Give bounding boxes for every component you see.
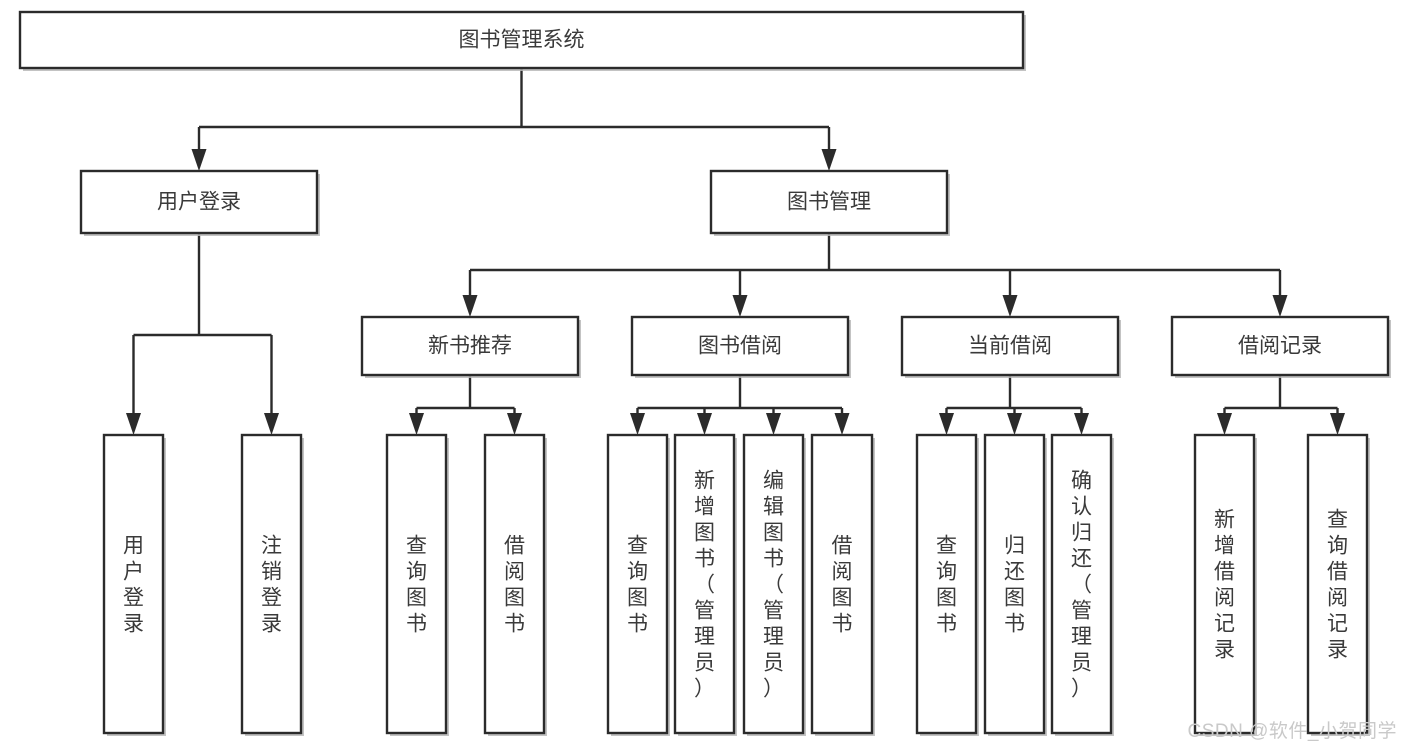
arrow-head-icon — [462, 295, 478, 317]
node-rect[interactable] — [1306, 433, 1369, 735]
node-rect[interactable] — [483, 433, 546, 735]
node-label: 借阅图书 — [832, 534, 853, 635]
node-label: 编辑图书（管理员） — [763, 469, 784, 700]
node-leaf-edit-book-admin[interactable]: 编辑图书（管理员） — [742, 433, 806, 736]
node-leaf-user-logout[interactable]: 注销登录 — [240, 433, 304, 736]
connector-group — [191, 68, 837, 171]
node-rect[interactable] — [79, 169, 319, 235]
node-rect[interactable] — [360, 315, 580, 377]
node-leaf-confirm-return-admin[interactable]: 确认归还（管理员） — [1050, 433, 1114, 736]
node-label: 查询图书 — [627, 534, 648, 635]
node-rect[interactable] — [915, 433, 978, 735]
arrow-head-icon — [1272, 295, 1288, 317]
node-layer: 图书管理系统用户登录图书管理新书推荐图书借阅当前借阅借阅记录用户登录注销登录查询… — [18, 10, 1391, 736]
arrow-head-icon — [1007, 413, 1022, 435]
arrow-head-icon — [1217, 413, 1232, 435]
connector-group — [409, 375, 522, 435]
node-label: 图书借阅 — [698, 335, 782, 358]
node-label: 归还图书 — [1004, 534, 1025, 635]
arrow-head-icon — [630, 413, 645, 435]
node-label: 新书推荐 — [428, 335, 512, 358]
arrow-head-icon — [732, 295, 748, 317]
node-label: 图书管理 — [787, 191, 871, 214]
connector-group — [1217, 375, 1345, 435]
arrow-head-icon — [409, 413, 424, 435]
node-book-borrow[interactable]: 图书借阅 — [630, 315, 851, 378]
arrow-head-icon — [1002, 295, 1018, 317]
node-rect[interactable] — [983, 433, 1046, 735]
node-leaf-query-book-recommend[interactable]: 查询图书 — [385, 433, 449, 736]
node-leaf-return-book[interactable]: 归还图书 — [983, 433, 1047, 736]
node-rect[interactable] — [385, 433, 448, 735]
watermark-label: CSDN @软件_小贺同学 — [1187, 721, 1397, 742]
node-leaf-add-book-admin[interactable]: 新增图书（管理员） — [673, 433, 737, 736]
node-rect[interactable] — [673, 433, 736, 735]
node-label: 当前借阅 — [968, 335, 1052, 358]
arrow-head-icon — [1074, 413, 1089, 435]
arrow-head-icon — [191, 149, 207, 171]
node-rect[interactable] — [102, 433, 165, 735]
connector-group — [630, 375, 850, 435]
connector-group — [462, 233, 1288, 317]
node-leaf-query-book-current[interactable]: 查询图书 — [915, 433, 979, 736]
arrow-head-icon — [507, 413, 522, 435]
node-rect[interactable] — [630, 315, 850, 377]
connector-group — [126, 233, 279, 435]
node-book-management[interactable]: 图书管理 — [709, 169, 950, 236]
node-label: 用户登录 — [123, 534, 144, 635]
node-root[interactable]: 图书管理系统 — [18, 10, 1026, 71]
node-label: 新增借阅记录 — [1214, 508, 1235, 661]
arrow-head-icon — [126, 413, 141, 435]
node-label: 注销登录 — [261, 534, 282, 635]
node-rect[interactable] — [709, 169, 949, 235]
node-rect[interactable] — [606, 433, 669, 735]
node-rect[interactable] — [810, 433, 874, 735]
arrow-head-icon — [834, 413, 850, 435]
node-label: 图书管理系统 — [459, 29, 585, 52]
connector-group — [939, 375, 1089, 435]
connector-layer — [126, 68, 1345, 435]
node-current-borrow[interactable]: 当前借阅 — [900, 315, 1121, 378]
arrow-head-icon — [766, 413, 781, 435]
arrow-head-icon — [1330, 413, 1345, 435]
node-rect[interactable] — [900, 315, 1120, 377]
node-rect[interactable] — [742, 433, 805, 735]
node-rect[interactable] — [240, 433, 303, 735]
node-user-login[interactable]: 用户登录 — [79, 169, 320, 236]
node-leaf-query-book-borrow[interactable]: 查询图书 — [606, 433, 670, 736]
arrow-head-icon — [821, 149, 837, 171]
arrow-head-icon — [697, 413, 712, 435]
node-borrow-record[interactable]: 借阅记录 — [1170, 315, 1391, 378]
node-label: 查询图书 — [406, 534, 427, 635]
arrow-head-icon — [264, 413, 279, 435]
node-label: 查询图书 — [936, 534, 957, 635]
node-leaf-query-borrow-record[interactable]: 查询借阅记录 — [1306, 433, 1370, 736]
node-rect[interactable] — [1193, 433, 1256, 735]
node-label: 借阅图书 — [504, 534, 525, 635]
node-label: 新增图书（管理员） — [694, 469, 715, 700]
node-label: 借阅记录 — [1238, 335, 1322, 358]
node-new-book-recommend[interactable]: 新书推荐 — [360, 315, 581, 378]
node-leaf-user-login[interactable]: 用户登录 — [102, 433, 166, 736]
node-label: 查询借阅记录 — [1327, 508, 1348, 661]
node-rect[interactable] — [1050, 433, 1113, 735]
arrow-head-icon — [939, 413, 954, 435]
node-leaf-add-borrow-record[interactable]: 新增借阅记录 — [1193, 433, 1257, 736]
node-label: 用户登录 — [157, 191, 241, 214]
node-leaf-borrow-book-recommend[interactable]: 借阅图书 — [483, 433, 547, 736]
node-rect[interactable] — [18, 10, 1025, 70]
node-rect[interactable] — [1170, 315, 1390, 377]
node-leaf-borrow-book[interactable]: 借阅图书 — [810, 433, 875, 736]
node-label: 确认归还（管理员） — [1071, 469, 1092, 700]
